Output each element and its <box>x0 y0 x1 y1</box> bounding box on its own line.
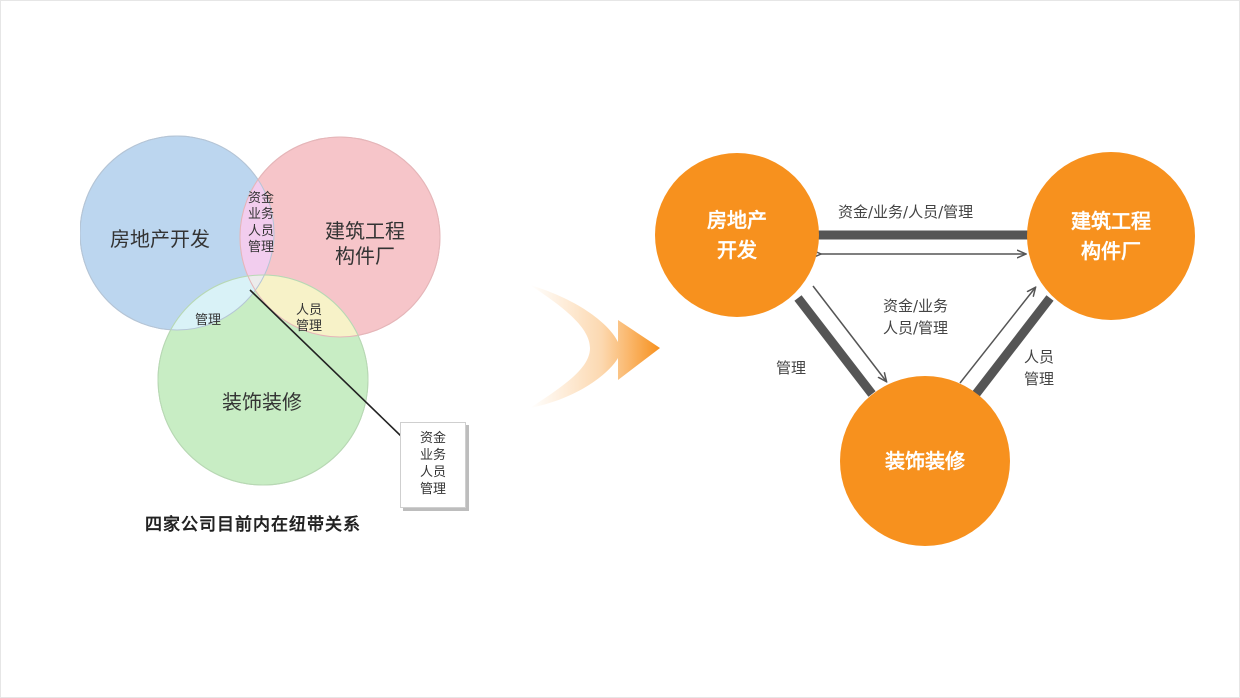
node-realestate-label: 房地产 开发 <box>707 208 767 262</box>
label-overlap-left: 管理 <box>195 313 222 328</box>
overlap-construction-decoration <box>240 275 368 337</box>
label-edge-middle: 资金/业务 人员/管理 <box>883 297 949 337</box>
node-construction: 建筑工程 构件厂 <box>1027 152 1195 320</box>
node-realestate: 房地产 开发 <box>655 153 819 317</box>
label-edge-right: 人员 管理 <box>1024 348 1055 388</box>
transition-arrow-icon <box>530 285 660 408</box>
node-decoration: 装饰装修 <box>840 376 1010 546</box>
label-edge-top: 资金/业务/人员/管理 <box>838 203 974 221</box>
venn-circles <box>80 135 441 486</box>
edge-left-arrow <box>812 285 886 381</box>
label-construction: 建筑工程 构件厂 <box>325 219 405 268</box>
callout-text: 资金 业务 人员 管理 <box>419 431 446 497</box>
label-realestate: 房地产开发 <box>110 227 210 251</box>
edge-right-arrow <box>959 288 1035 384</box>
label-edge-left: 管理 <box>776 359 807 377</box>
node-construction-label: 建筑工程 构件厂 <box>1071 209 1151 263</box>
venn-diagram: 房地产开发 建筑工程 构件厂 装饰装修 资金 业务 人员 管理 管理 人员 管理… <box>80 135 470 535</box>
label-overlap-top: 资金 业务 人员 管理 <box>248 191 275 255</box>
node-decoration-label: 装饰装修 <box>885 449 965 473</box>
label-decoration: 装饰装修 <box>222 390 302 414</box>
callout-box: 资金 业务 人员 管理 <box>400 422 466 508</box>
callout-leader-line <box>249 289 403 438</box>
relationship-triangle: 房地产 开发 建筑工程 构件厂 装饰装修 资金/业务/人员/管理 资金/业务 人… <box>650 150 1210 550</box>
edge-right-thick <box>972 295 1054 397</box>
edge-left-thick <box>794 295 876 397</box>
venn-caption: 四家公司目前内在纽带关系 <box>145 515 361 535</box>
triangle-edges <box>794 230 1054 397</box>
label-overlap-right: 人员 管理 <box>296 303 323 335</box>
